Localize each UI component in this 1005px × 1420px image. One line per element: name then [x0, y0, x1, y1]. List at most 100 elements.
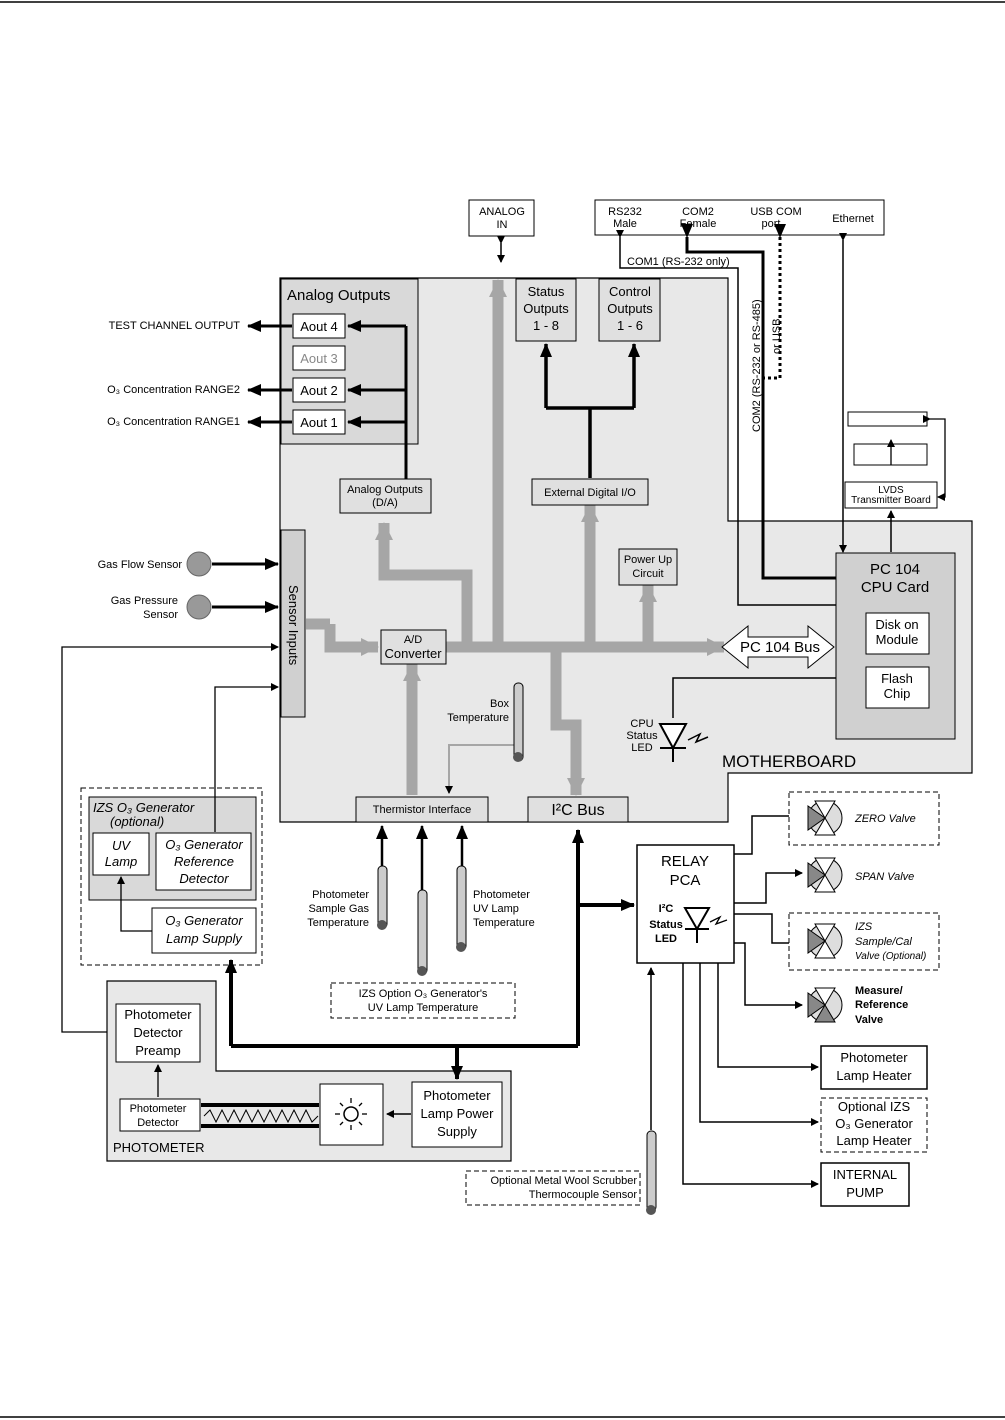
uv-lamp: UV	[112, 838, 131, 853]
aout3: Aout 3	[300, 351, 338, 366]
svg-text:Detector: Detector	[133, 1025, 183, 1040]
svg-text:port: port	[762, 218, 781, 230]
o3-ref-detector: O₃ Generator	[165, 837, 243, 852]
svg-text:CPU Card: CPU Card	[861, 579, 929, 596]
svg-text:O₃ Generator: O₃ Generator	[835, 1116, 913, 1131]
svg-text:PC 104 Bus: PC 104 Bus	[740, 639, 820, 656]
svg-text:COM2: COM2	[682, 206, 714, 218]
aout4: Aout 4	[300, 319, 338, 334]
svg-text:Detector: Detector	[179, 871, 229, 886]
photometer-detector-preamp: Photometer	[124, 1007, 192, 1022]
sensor-inputs: Sensor Inputs	[286, 585, 301, 666]
svg-text:Valve: Valve	[855, 1014, 883, 1026]
pc104-bus-arrow	[721, 624, 835, 670]
svg-text:Male: Male	[613, 218, 637, 230]
svg-text:Transmitter Board: Transmitter Board	[851, 495, 931, 506]
aout2: Aout 2	[300, 383, 338, 398]
svg-text:Lamp: Lamp	[105, 854, 138, 869]
span-valve-icon	[807, 857, 843, 893]
svg-text:Lamp Power: Lamp Power	[421, 1106, 495, 1121]
svg-text:O₃ Concentration RANGE1: O₃ Concentration RANGE1	[107, 416, 240, 428]
svg-text:Sample/Cal: Sample/Cal	[855, 936, 912, 948]
svg-text:Outputs: Outputs	[523, 301, 569, 316]
span-valve: SPAN Valve	[855, 871, 914, 883]
svg-text:Lamp Heater: Lamp Heater	[836, 1068, 912, 1083]
measure-reference-valve-icon	[807, 987, 843, 1023]
thermistor-interface: Thermistor Interface	[373, 804, 471, 816]
status-outputs: Status	[528, 284, 565, 299]
relay-pca: RELAY	[661, 853, 709, 870]
lvds-board: LVDS	[878, 485, 904, 496]
svg-text:PUMP: PUMP	[846, 1185, 884, 1200]
svg-text:COM2 (RS-232 or RS-485): COM2 (RS-232 or RS-485)	[751, 299, 763, 432]
ad-converter: A/D	[404, 634, 422, 646]
svg-text:COM1 (RS-232 only): COM1 (RS-232 only)	[627, 256, 730, 268]
svg-text:Status: Status	[649, 919, 683, 931]
svg-text:Sample Gas: Sample Gas	[308, 903, 369, 915]
svg-text:TEST CHANNEL OUTPUT: TEST CHANNEL OUTPUT	[109, 320, 241, 332]
svg-text:1 - 8: 1 - 8	[533, 318, 559, 333]
svg-text:1 - 6: 1 - 6	[617, 318, 643, 333]
internal-bus	[306, 279, 725, 796]
pc104-cpu-card: PC 104	[870, 561, 920, 578]
analog-da: Analog Outputs	[347, 484, 423, 496]
analog-outputs-title: Analog Outputs	[287, 287, 390, 304]
svg-text:Preamp: Preamp	[135, 1043, 181, 1058]
svg-text:Reference: Reference	[174, 854, 234, 869]
svg-text:Thermocouple Sensor: Thermocouple Sensor	[529, 1189, 638, 1201]
svg-text:Valve (Optional): Valve (Optional)	[855, 951, 926, 962]
svg-text:or USB: or USB	[771, 319, 783, 354]
internal-pump: INTERNAL	[833, 1167, 897, 1182]
i2c-bus: I²C Bus	[551, 802, 604, 819]
svg-text:UV Lamp Temperature: UV Lamp Temperature	[368, 1002, 478, 1014]
cpu-status-led: CPU	[630, 718, 653, 730]
svg-text:Outputs: Outputs	[607, 301, 653, 316]
relay-status-led: I²C	[659, 903, 674, 915]
svg-text:Chip: Chip	[884, 686, 911, 701]
svg-text:LED: LED	[631, 742, 652, 754]
svg-text:Module: Module	[876, 632, 919, 647]
svg-text:PCA: PCA	[670, 872, 701, 889]
svg-text:Supply: Supply	[437, 1124, 477, 1139]
svg-text:Female: Female	[680, 218, 717, 230]
control-outputs: Control	[609, 284, 651, 299]
izs-o3-generator: IZS O₃ Generator	[93, 800, 195, 815]
svg-text:UV Lamp: UV Lamp	[473, 903, 519, 915]
svg-text:Detector: Detector	[137, 1117, 179, 1129]
optional-izs-lamp-heater: Optional IZS	[838, 1099, 911, 1114]
photometer-detector: Photometer	[130, 1103, 187, 1115]
svg-text:Lamp Heater: Lamp Heater	[836, 1133, 912, 1148]
comm-ports-box	[594, 199, 885, 236]
flash-chip: Flash	[881, 671, 913, 686]
svg-text:(D/A): (D/A)	[372, 497, 398, 509]
svg-text:Temperature: Temperature	[473, 917, 535, 929]
izs-valve-icon	[807, 923, 843, 959]
svg-text:Gas Pressure: Gas Pressure	[111, 595, 178, 607]
svg-text:Status: Status	[626, 730, 658, 742]
photometer-lamp-power-supply: Photometer	[423, 1088, 491, 1103]
measure-reference-valve: Measure/	[855, 985, 903, 997]
disk-on-module: Disk on	[875, 617, 918, 632]
svg-text:IN: IN	[497, 219, 508, 231]
photometer-label: PHOTOMETER	[113, 1140, 205, 1155]
svg-text:Temperature: Temperature	[447, 712, 509, 724]
photometer-sample-gas-temp: Photometer	[312, 889, 369, 901]
izs-uv-lamp-temp: IZS Option O₃ Generator's	[359, 988, 488, 1000]
svg-text:Gas Flow Sensor: Gas Flow Sensor	[98, 559, 183, 571]
svg-text:LED: LED	[655, 933, 677, 945]
photometer-block	[106, 980, 512, 1162]
motherboard-label: MOTHERBOARD	[722, 752, 856, 771]
svg-text:Circuit: Circuit	[632, 568, 663, 580]
svg-text:Temperature: Temperature	[307, 917, 369, 929]
analog-in-label: ANALOG	[479, 206, 525, 218]
svg-text:RS232: RS232	[608, 206, 642, 218]
svg-text:(optional): (optional)	[110, 814, 164, 829]
svg-text:Ethernet: Ethernet	[832, 213, 874, 225]
zero-valve: ZERO Valve	[854, 813, 916, 825]
external-digital-io: External Digital I/O	[544, 487, 636, 499]
izs-sample-cal-valve: IZS	[855, 921, 873, 933]
svg-text:O₃ Concentration RANGE2: O₃ Concentration RANGE2	[107, 384, 240, 396]
svg-text:USB COM: USB COM	[750, 206, 801, 218]
svg-text:Reference: Reference	[855, 999, 908, 1011]
